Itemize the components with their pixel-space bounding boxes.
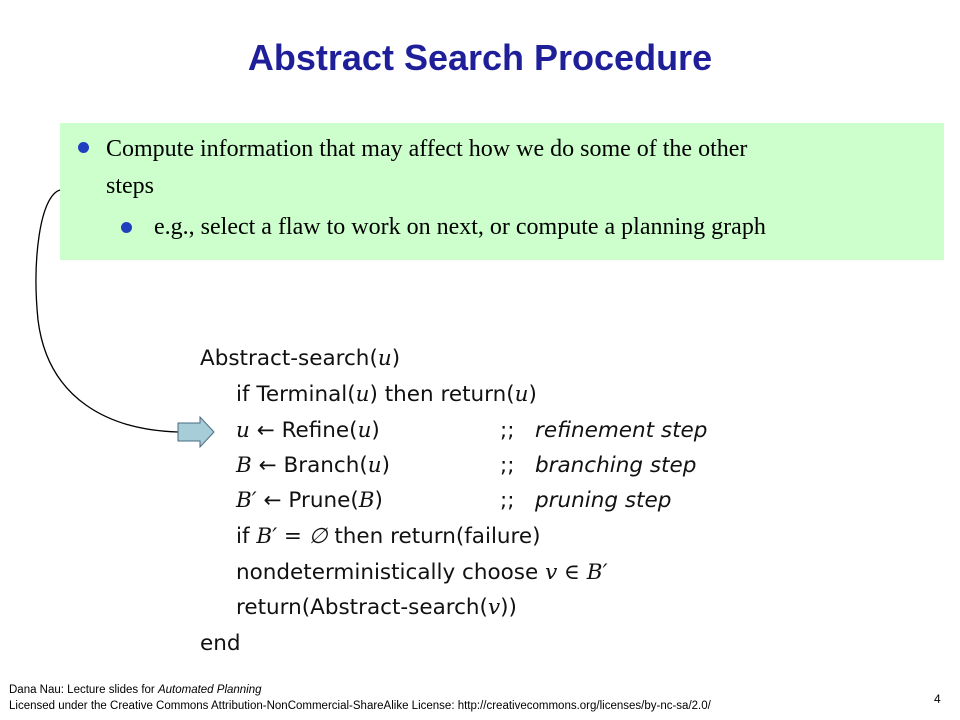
- slide-title: Abstract Search Procedure: [247, 37, 713, 78]
- algo-line-branch: B ← Branch(u): [236, 453, 390, 478]
- bullet-2-text: e.g., select a flaw to work on next, or …: [154, 214, 766, 240]
- comment-branch: ;; branching step: [500, 453, 697, 478]
- algo-header: Abstract-search(u): [200, 346, 401, 371]
- comment-refine: ;; refinement step: [500, 418, 708, 443]
- footer-line-2: Licensed under the Creative Commons Attr…: [9, 700, 711, 712]
- algo-line-if-empty: if B′ = ∅ then return(failure): [236, 524, 541, 549]
- connector-curve: [35, 189, 179, 433]
- bullet-1-line2: steps: [106, 173, 154, 199]
- block-arrow-icon: [177, 415, 215, 449]
- sub-bullet-icon: [121, 222, 132, 233]
- algo-line-terminal: if Terminal(u) then return(u): [236, 382, 537, 407]
- comment-prune: ;; pruning step: [500, 488, 672, 513]
- algo-end: end: [200, 631, 241, 656]
- algo-line-return: return(Abstract-search(v)): [236, 595, 517, 620]
- bullet-icon: [78, 142, 89, 153]
- page-number: 4: [934, 692, 941, 706]
- algo-line-refine: u ← Refine(u): [236, 418, 380, 443]
- bullet-1-line1: Compute information that may affect how …: [106, 136, 748, 162]
- footer-credits: Dana Nau: Lecture slides for Automated P…: [9, 682, 711, 714]
- algo-line-choose: nondeterministically choose v ∈ B′: [236, 560, 608, 585]
- bullet-box: [60, 123, 944, 260]
- footer-line-1: Dana Nau: Lecture slides for Automated P…: [9, 684, 262, 696]
- algo-line-prune: B′ ← Prune(B): [236, 488, 383, 513]
